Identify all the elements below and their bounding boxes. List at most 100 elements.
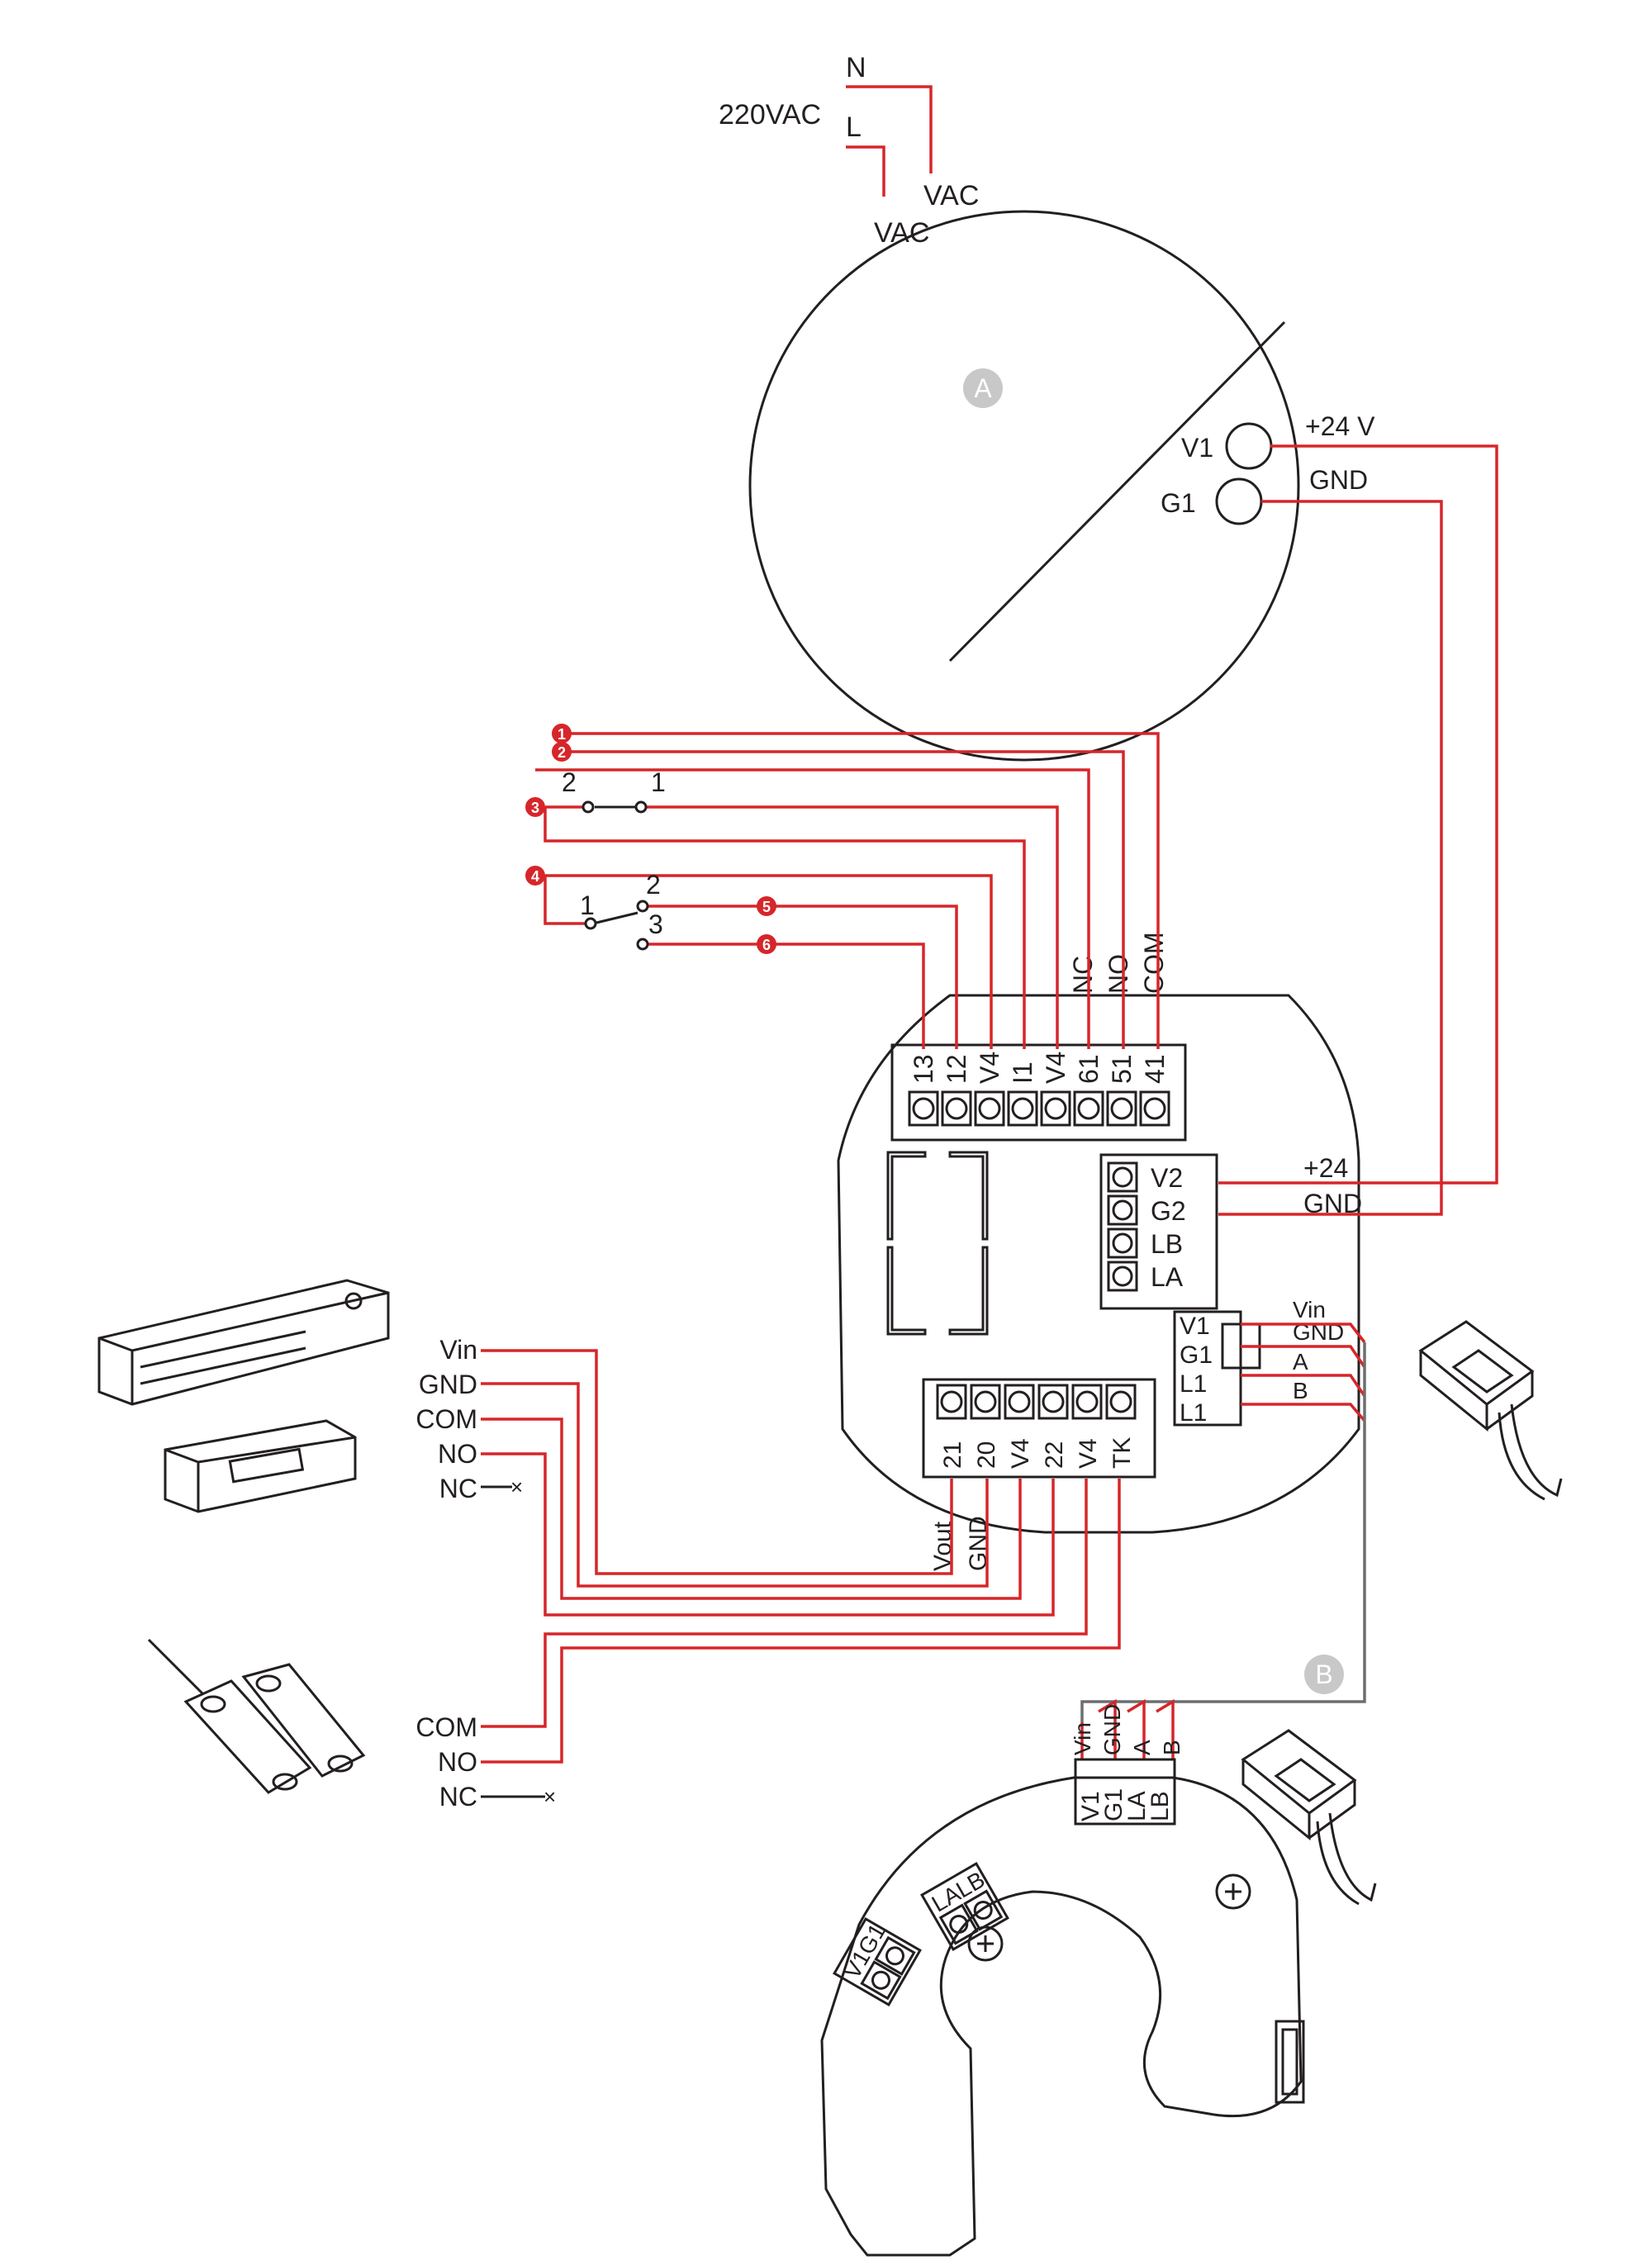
panel-terminal-block — [1074, 1758, 1176, 1826]
panel-terminal-label: LA — [1123, 1791, 1151, 1821]
right-terminal-label: G2 — [1151, 1196, 1186, 1226]
right-terminal-screw — [1112, 1166, 1133, 1188]
rj-connector-bottom — [1241, 1729, 1377, 1906]
nc-contact-x: × — [544, 1784, 556, 1809]
lock-terminal-label: GND — [419, 1370, 477, 1399]
connector-socket — [886, 1151, 989, 1336]
bottom-terminal-block — [922, 1378, 1156, 1479]
top-terminal-cell — [1007, 1090, 1038, 1127]
bottom-terminal-screw — [1109, 1390, 1132, 1413]
lock-terminal-label: Vin — [439, 1335, 477, 1365]
right-terminal-block — [1099, 1153, 1218, 1310]
reed-contact-illustration — [147, 1638, 366, 1794]
wire-marker-number: 3 — [531, 800, 539, 816]
bottom-terminal-cell — [1071, 1384, 1103, 1420]
bottom-terminal-label: 20 — [973, 1441, 1000, 1469]
right-terminal-label: V2 — [1151, 1163, 1183, 1193]
relay-com-label: COM — [1139, 932, 1169, 994]
rj-connector-top-port — [1451, 1349, 1514, 1394]
wire-3 — [544, 807, 1026, 1049]
wire-marker-number: 1 — [558, 726, 566, 743]
power-supply: A N 220VAC L VAC VAC V1 G1 +24 V GND — [719, 52, 1375, 762]
top-terminal-cell — [1040, 1090, 1071, 1127]
bus-wire-a — [1241, 1374, 1366, 1397]
right-terminal-cell — [1107, 1227, 1138, 1259]
wire-4-top — [545, 874, 993, 1049]
right-terminal-cell — [1107, 1261, 1138, 1292]
power-wiring — [1218, 444, 1498, 1216]
right-terminal-screw — [1112, 1199, 1133, 1221]
rj-connector-bottom-port — [1274, 1758, 1336, 1802]
top-terminal-label: 41 — [1140, 1054, 1170, 1084]
wire-marker — [552, 724, 572, 743]
bottom-terminal-holes — [936, 1384, 1137, 1420]
top-terminal-cell — [1073, 1090, 1104, 1127]
wire-2 — [562, 750, 1125, 1049]
wire-marker — [525, 797, 545, 817]
right-terminal-screw — [1112, 1232, 1133, 1254]
maglock-body — [97, 1279, 390, 1406]
rj-connector-top — [1418, 1320, 1563, 1501]
top-terminal-holes — [908, 1090, 1170, 1127]
nc-lock-x: × — [510, 1474, 523, 1499]
wire-marker — [757, 896, 776, 916]
top-terminal-screw — [1110, 1097, 1133, 1120]
top-terminal-label: 51 — [1107, 1054, 1137, 1084]
switch-top-left-number: 2 — [562, 767, 577, 797]
top-terminal-screw — [1044, 1097, 1067, 1120]
wire-marker-number: 5 — [762, 899, 771, 915]
magnet-hole-2 — [327, 1755, 354, 1773]
lock-terminal-label: NC — [439, 1474, 477, 1503]
reed-hole-2 — [272, 1773, 298, 1791]
bottom-terminal-label: 21 — [939, 1441, 966, 1469]
panel-slot-inner — [1281, 2028, 1298, 2096]
v1-terminal — [1225, 422, 1273, 470]
panel-bus-label: B — [1159, 1740, 1184, 1755]
wire-contact-no — [481, 1479, 1121, 1764]
bus-wiring — [1080, 1322, 1366, 1759]
right-terminal-holes — [1107, 1161, 1138, 1292]
bottom-terminal-screw — [1075, 1390, 1099, 1413]
top-terminal-label: 61 — [1074, 1054, 1104, 1084]
bottom-terminal-screw — [974, 1390, 997, 1413]
wire-4 — [544, 876, 588, 925]
switch-bottom-common — [584, 917, 597, 930]
top-terminal-screw — [945, 1097, 968, 1120]
wire-switch-a — [646, 805, 1059, 1049]
power-supply-body — [748, 210, 1300, 762]
plus24-label: +24 V — [1305, 411, 1375, 441]
wire-marker-number: 4 — [531, 868, 539, 885]
panel-wire-a — [1127, 1698, 1146, 1759]
neutral-label: N — [846, 52, 866, 83]
bus-wire-label: Vin — [1293, 1297, 1326, 1322]
strike-latch — [228, 1447, 305, 1484]
relay-no-label: NO — [1104, 954, 1133, 994]
bottom-terminal-cell — [936, 1384, 967, 1420]
strike-body — [164, 1419, 357, 1513]
v1-label: V1 — [1181, 433, 1213, 463]
wire-lock-no — [481, 1452, 1055, 1617]
contact-terminal-label: COM — [415, 1712, 477, 1742]
gnd-label: GND — [1309, 465, 1368, 495]
top-terminal-label: V4 — [975, 1052, 1004, 1084]
rj-connector-bottom-body — [1241, 1729, 1357, 1841]
badge-a — [963, 368, 1003, 408]
wire-6 — [646, 943, 925, 1049]
bus-wire-label: B — [1293, 1378, 1308, 1403]
badge-a-label: A — [974, 373, 992, 403]
wire-1 — [562, 732, 1160, 1049]
module-body — [837, 994, 1360, 1534]
rj-connector-top-cable — [1498, 1403, 1563, 1501]
panel-body — [820, 1776, 1303, 2257]
bottom-terminal-screw — [1042, 1390, 1065, 1413]
top-terminal-screw — [912, 1097, 935, 1120]
panel-slot — [1275, 2020, 1305, 2104]
